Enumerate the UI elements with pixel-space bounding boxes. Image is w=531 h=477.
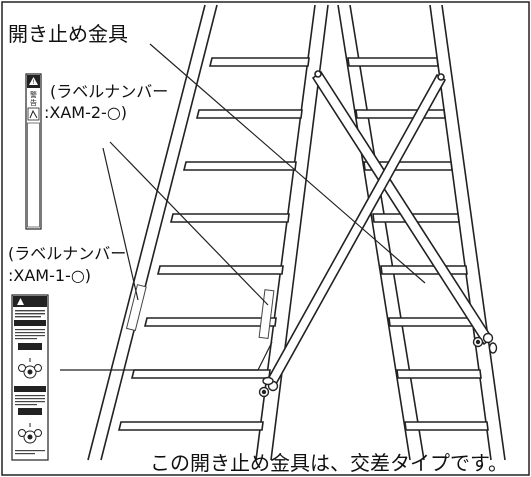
sticker-large bbox=[11, 294, 49, 461]
label-number-1-line2: :XAM-1-○) bbox=[8, 266, 92, 285]
leader-label2-left bbox=[102, 147, 139, 301]
sticker-small: ! 警 告 bbox=[25, 73, 42, 230]
rear-left-rail-outer bbox=[349, 4, 425, 461]
svg-text:!: ! bbox=[32, 79, 34, 86]
rear-left-rail-inner bbox=[337, 4, 411, 461]
rail-sticker-left bbox=[125, 284, 147, 332]
leader-hinge bbox=[149, 43, 426, 284]
rear-right-rail-outer bbox=[441, 4, 506, 461]
sticker-large-wingnut-top bbox=[18, 358, 42, 379]
label-number-1-line1: (ラベルナンバー bbox=[8, 244, 127, 263]
rail-sticker-right bbox=[258, 289, 275, 339]
label-number-2-line1: (ラベルナンバー bbox=[50, 82, 169, 101]
front-rungs bbox=[117, 57, 310, 431]
brace-b-pivot bbox=[437, 73, 445, 81]
hinge-fitting-label: 開き止め金具 bbox=[8, 22, 128, 46]
rear-right-rail-inner bbox=[429, 4, 492, 461]
leader-lines bbox=[60, 43, 426, 371]
front-ladder bbox=[87, 4, 329, 461]
caption: この開き止め金具は、交差タイプです。 bbox=[150, 451, 508, 475]
svg-text:警: 警 bbox=[30, 90, 37, 99]
svg-text:告: 告 bbox=[30, 98, 37, 107]
leader-label1 bbox=[60, 341, 273, 371]
brace-a-pivot bbox=[314, 70, 322, 78]
leader-label2-right bbox=[109, 141, 269, 306]
rear-rungs bbox=[347, 57, 489, 431]
rear-ladder bbox=[337, 4, 506, 461]
front-left-rail-outer bbox=[87, 4, 206, 461]
sticker-large-wingnut-bottom bbox=[18, 423, 42, 444]
wing-nut-right bbox=[472, 332, 498, 354]
label-number-2-line2: :XAM-2-○) bbox=[44, 103, 128, 122]
front-left-rail-inner bbox=[100, 4, 218, 461]
wing-nut-left bbox=[258, 376, 279, 398]
cross-braces bbox=[266, 70, 494, 386]
